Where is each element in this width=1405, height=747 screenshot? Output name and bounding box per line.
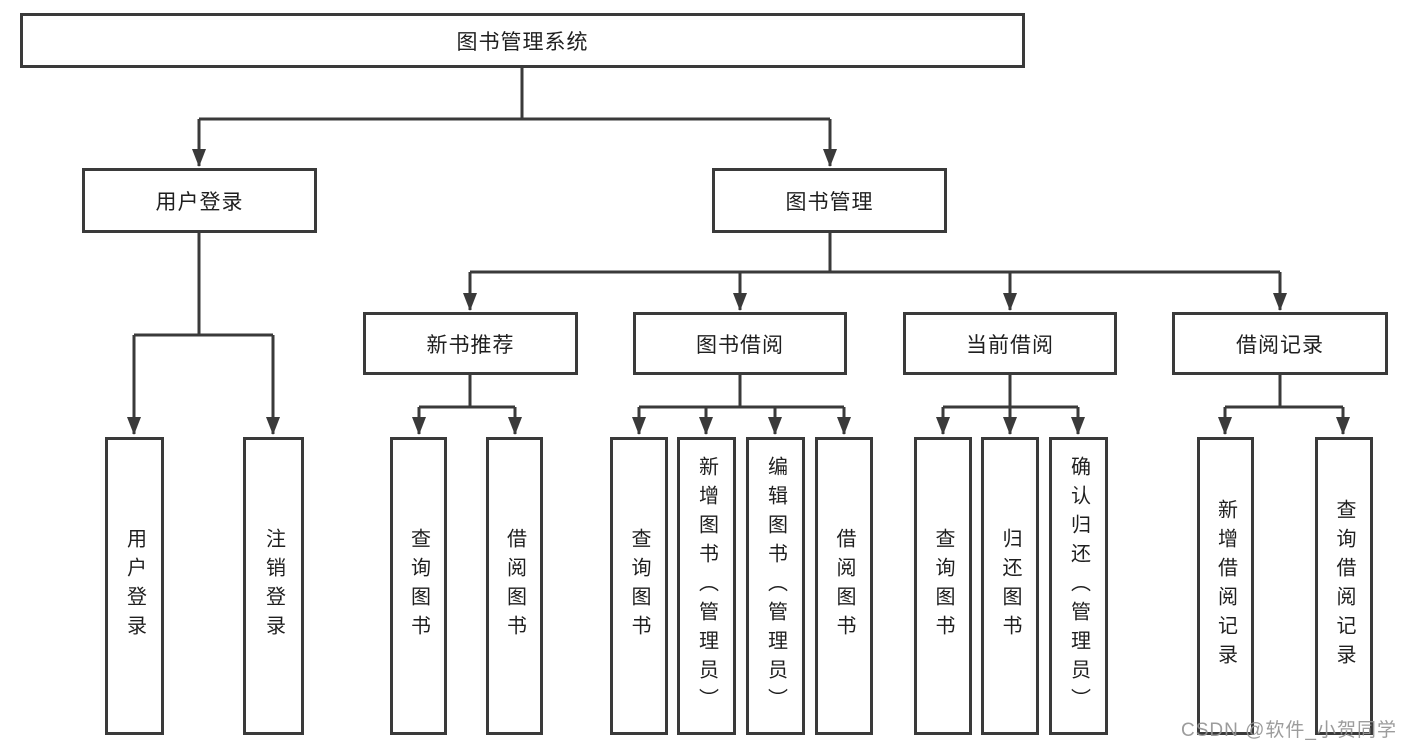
node-current-borrow-label: 当前借阅: [966, 333, 1054, 357]
leaf-logout-label: 注销登录: [262, 528, 285, 644]
leaf-query-borrow-record: 查询借阅记录: [1315, 437, 1373, 735]
leaf-current-query-books: 查询图书: [914, 437, 972, 735]
node-current-borrow: 当前借阅: [903, 312, 1117, 375]
leaf-recommend-query-books-label: 查询图书: [407, 528, 430, 644]
node-new-book-recommend: 新书推荐: [363, 312, 578, 375]
node-root: 图书管理系统: [20, 13, 1025, 68]
csdn-watermark: CSDN @软件_小贺同学: [1181, 720, 1397, 741]
node-book-management-label: 图书管理: [785, 190, 874, 214]
leaf-add-books-admin: 新增图书（管理员）: [677, 437, 736, 735]
leaf-current-query-books-label: 查询图书: [932, 528, 954, 644]
leaf-user-login: 用户登录: [105, 437, 164, 735]
leaf-query-borrow-record-label: 查询借阅记录: [1333, 499, 1355, 673]
leaf-return-books: 归还图书: [981, 437, 1039, 735]
leaf-edit-books-admin: 编辑图书（管理员）: [746, 437, 805, 735]
leaf-add-borrow-record-label: 新增借阅记录: [1214, 499, 1237, 673]
leaf-borrow-query-books: 查询图书: [610, 437, 668, 735]
leaf-add-books-admin-label: 新增图书（管理员）: [695, 455, 718, 717]
node-user-login: 用户登录: [82, 168, 317, 233]
node-book-borrow-label: 图书借阅: [696, 333, 784, 357]
node-book-management: 图书管理: [712, 168, 947, 233]
leaf-return-books-label: 归还图书: [999, 528, 1021, 644]
leaf-edit-books-admin-label: 编辑图书（管理员）: [764, 455, 787, 717]
leaf-borrow-query-books-label: 查询图书: [628, 528, 650, 644]
leaf-user-login-label: 用户登录: [123, 528, 146, 644]
leaf-confirm-return-admin-label: 确认归还（管理员）: [1067, 455, 1090, 717]
leaf-borrow-books: 借阅图书: [815, 437, 873, 735]
leaf-recommend-borrow-books: 借阅图书: [486, 437, 543, 735]
leaf-add-borrow-record: 新增借阅记录: [1197, 437, 1254, 735]
node-root-label: 图书管理系统: [456, 30, 589, 54]
leaf-borrow-books-label: 借阅图书: [833, 528, 855, 644]
node-book-borrow: 图书借阅: [633, 312, 847, 375]
node-borrow-records-label: 借阅记录: [1236, 333, 1324, 357]
leaf-recommend-borrow-books-label: 借阅图书: [503, 528, 526, 644]
leaf-recommend-query-books: 查询图书: [390, 437, 447, 735]
node-user-login-label: 用户登录: [155, 190, 244, 214]
node-new-book-recommend-label: 新书推荐: [426, 333, 515, 357]
leaf-confirm-return-admin: 确认归还（管理员）: [1049, 437, 1108, 735]
node-borrow-records: 借阅记录: [1172, 312, 1388, 375]
leaf-logout: 注销登录: [243, 437, 304, 735]
